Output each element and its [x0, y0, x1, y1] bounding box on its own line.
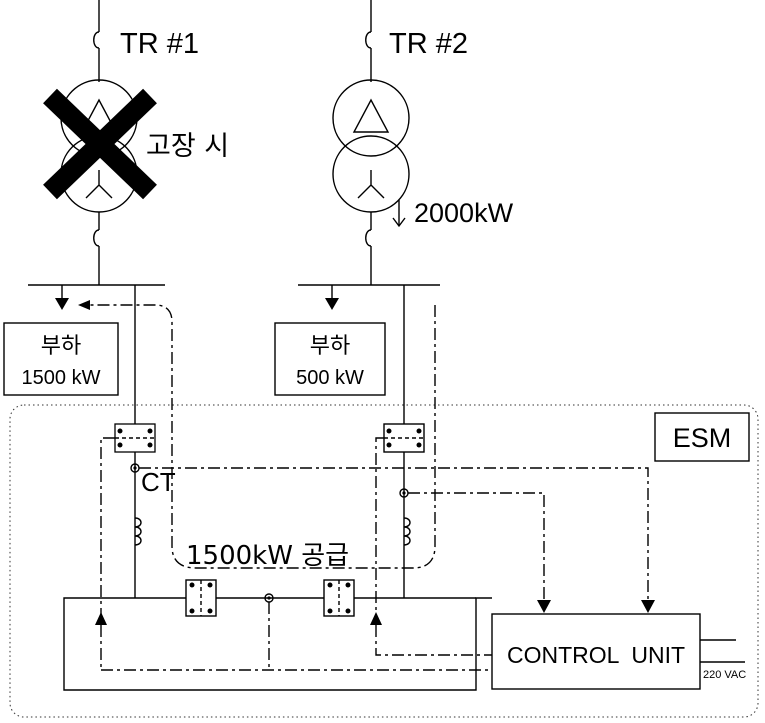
fuse-tr2-bottom	[365, 229, 372, 247]
tr2-branch	[274, 0, 440, 424]
load-1-value: 1500 kW	[22, 367, 101, 389]
switch-right-bottom	[323, 579, 355, 617]
tr2-label: TR #2	[389, 28, 468, 60]
load-2-value: 500 kW	[296, 367, 364, 389]
load-1-title: 부하	[41, 334, 81, 359]
tr1-label: TR #1	[120, 28, 199, 60]
ct-left-coil-icon	[134, 517, 142, 546]
supply-label: 1500kW 공급	[186, 541, 349, 571]
fault-x-icon	[43, 88, 157, 200]
tr2-power-label: 2000kW	[414, 198, 514, 228]
fuse-tr1-top	[93, 31, 100, 49]
esm-label-box	[654, 412, 750, 462]
load-1-box	[3, 322, 119, 396]
switch-left-bottom	[185, 579, 217, 617]
control-unit-label: CONTROL UNIT	[507, 642, 685, 668]
voltage-label: 220 VAC	[703, 669, 746, 681]
ct-right-coil-icon	[403, 517, 411, 546]
control-unit-box	[491, 613, 701, 690]
ct-label: CT	[141, 467, 176, 497]
esm-inner-box	[63, 597, 492, 691]
load-2-title: 부하	[310, 334, 350, 359]
esm-label: ESM	[673, 423, 732, 453]
fuse-tr1-bottom	[93, 229, 100, 247]
tr1-branch	[3, 0, 165, 424]
supply-flow-path	[90, 304, 436, 569]
switch-left-top	[114, 423, 156, 453]
fuse-tr2-top	[365, 31, 372, 49]
load-2-box	[274, 322, 386, 396]
esm-enclosure	[9, 404, 759, 718]
fault-label: 고장 시	[146, 131, 229, 162]
tr2-primary-coil	[332, 79, 410, 157]
switch-right-top	[383, 423, 425, 453]
